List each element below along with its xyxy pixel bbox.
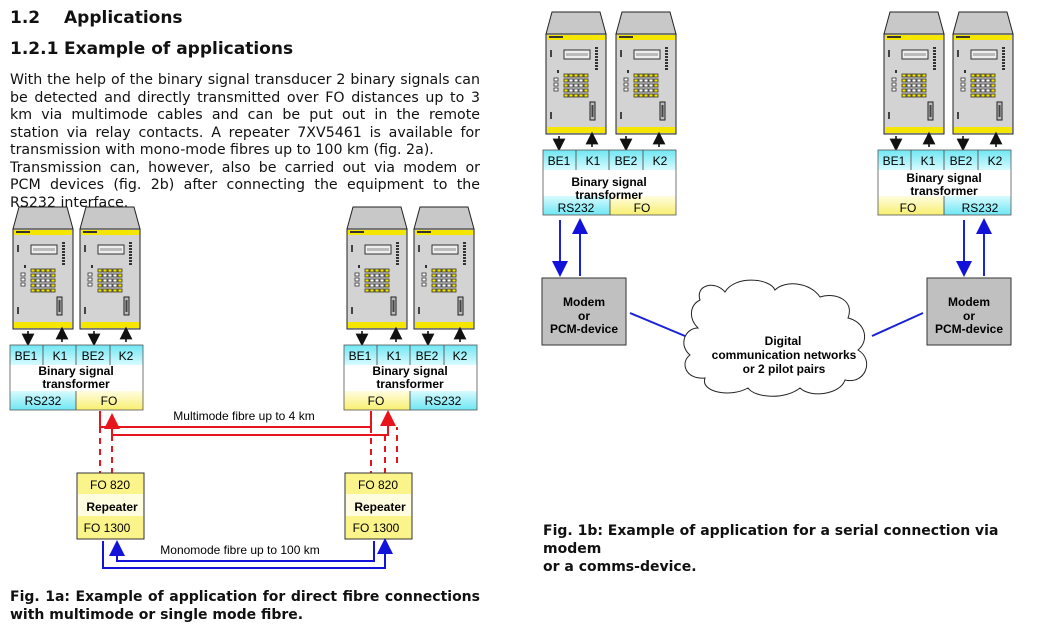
transformer-title: transformer (42, 377, 110, 391)
transformer-title: transformer (575, 188, 643, 202)
fig1b-diagram: BE1 K1 BE2 K2 Binary signal transformer … (541, 11, 1014, 397)
protection-device (615, 11, 677, 135)
monomode-fibre-link (102, 538, 393, 569)
modem-label: Modem (563, 295, 605, 309)
repeater-port-top: FO 820 (358, 478, 398, 492)
repeater-right: FO 820 Repeater FO 1300 (344, 472, 413, 540)
port-rs232: RS232 (25, 394, 62, 408)
binary-signal-transformer-left: BE1 K1 BE2 K2 Binary signal transformer … (542, 149, 677, 216)
port-label: BE1 (15, 349, 38, 363)
port-fo: FO (368, 394, 385, 408)
modem-label: Modem (948, 295, 990, 309)
signal-arrows-right (889, 131, 1003, 152)
repeater-title: Repeater (86, 500, 138, 514)
port-fo: FO (101, 394, 118, 408)
modem-label: PCM-device (550, 322, 618, 336)
port-label: K2 (119, 349, 134, 363)
modem-label: PCM-device (935, 322, 1003, 336)
port-label: BE1 (883, 154, 906, 168)
modem-label: or (963, 309, 975, 323)
section-number: 1.2 (10, 8, 41, 28)
port-label: K2 (453, 349, 468, 363)
port-rs232: RS232 (425, 394, 462, 408)
port-label: K1 (387, 349, 402, 363)
port-fo: FO (634, 201, 651, 215)
port-rs232: RS232 (558, 201, 595, 215)
binary-signal-transformer-right: BE1 K1 BE2 K2 Binary signal transformer … (343, 344, 478, 411)
modem-box-left: Modem or PCM-device (541, 277, 627, 346)
serial-link-left (552, 218, 588, 277)
signal-arrows-left (552, 131, 666, 152)
transformer-title: Binary signal (372, 364, 447, 378)
protection-device (12, 206, 74, 330)
modem-label: or (578, 309, 590, 323)
subsection-number: 1.2.1 (10, 39, 59, 59)
section-title: Applications (64, 8, 183, 28)
multimode-fibre-label: Multimode fibre up to 4 km (173, 409, 314, 423)
transformer-title: transformer (910, 184, 978, 198)
caption-line: or a comms-device. (543, 559, 697, 575)
section-heading: 1.2 Applications (10, 8, 183, 28)
port-label: K2 (653, 154, 668, 168)
port-rs232: RS232 (962, 201, 999, 215)
cloud-label: communication networks (712, 348, 857, 362)
monomode-fibre-label: Monomode fibre up to 100 km (160, 543, 319, 557)
multimode-fibre-link (99, 410, 398, 475)
port-label: K1 (586, 154, 601, 168)
body-text: With the help of the binary signal trans… (10, 72, 480, 212)
network-cloud-icon (683, 279, 868, 397)
port-label: BE2 (615, 154, 638, 168)
protection-device (952, 11, 1014, 135)
protection-device (79, 206, 141, 330)
repeater-left: FO 820 Repeater FO 1300 (76, 472, 145, 540)
protection-device (413, 206, 475, 330)
network-link-right (871, 312, 924, 337)
repeater-port-bottom: FO 1300 (353, 521, 400, 535)
port-label: K1 (53, 349, 68, 363)
port-label: BE2 (950, 154, 973, 168)
port-label: K2 (988, 154, 1003, 168)
caption-line: Fig. 1b: Example of application for a se… (543, 523, 999, 557)
port-fo: FO (900, 201, 917, 215)
body-paragraph: Transmission can, however, also be carri… (10, 159, 480, 211)
transformer-title: Binary signal (571, 175, 646, 189)
signal-arrows-right (355, 326, 467, 347)
fig1a-diagram: BE1 K1 BE2 K2 Binary signal transformer … (9, 206, 478, 569)
subsection-title: Example of applications (64, 39, 294, 59)
body-paragraph: With the help of the binary signal trans… (10, 72, 480, 158)
serial-link-right (956, 218, 992, 277)
network-link-left (629, 312, 686, 337)
figure-caption-1b: Fig. 1b: Example of application for a se… (543, 522, 1023, 576)
protection-device (545, 11, 607, 135)
port-label: BE2 (416, 349, 439, 363)
port-label: BE1 (349, 349, 372, 363)
signal-arrows-left (21, 326, 133, 347)
modem-box-right: Modem or PCM-device (926, 277, 1012, 346)
port-label: BE2 (82, 349, 105, 363)
binary-signal-transformer-right: BE1 K1 BE2 K2 Binary signal transformer … (877, 149, 1012, 216)
repeater-port-bottom: FO 1300 (84, 521, 131, 535)
protection-device (883, 11, 945, 135)
repeater-title: Repeater (354, 500, 406, 514)
port-label: K1 (921, 154, 936, 168)
figure-caption-1a: Fig. 1a: Example of application for dire… (10, 589, 480, 623)
repeater-port-top: FO 820 (90, 478, 130, 492)
protection-device (346, 206, 408, 330)
binary-signal-transformer-left: BE1 K1 BE2 K2 Binary signal transformer … (9, 344, 144, 411)
transformer-title: Binary signal (906, 171, 981, 185)
port-label: BE1 (548, 154, 571, 168)
cloud-label: Digital (765, 334, 802, 348)
transformer-title: transformer (376, 377, 444, 391)
transformer-title: Binary signal (38, 364, 113, 378)
cloud-label: or 2 pilot pairs (743, 362, 826, 376)
